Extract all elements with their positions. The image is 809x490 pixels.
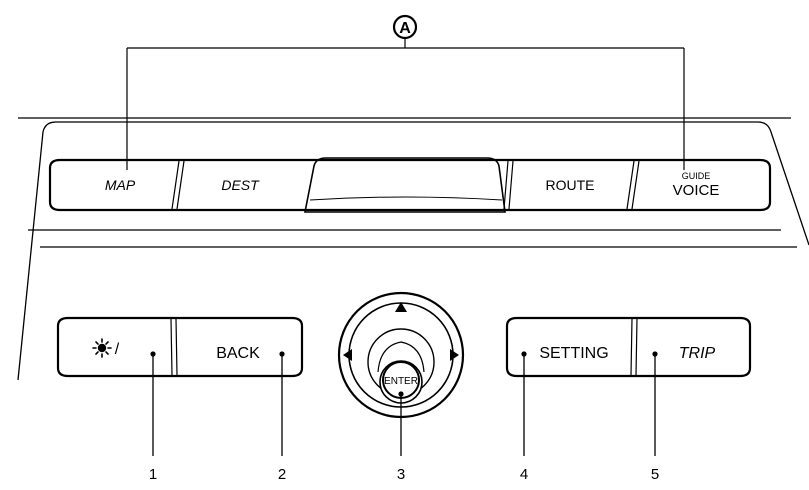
route-button[interactable]: ROUTE [546, 177, 595, 193]
trip-button-label: TRIP [679, 345, 716, 362]
guide-label: GUIDE [682, 171, 711, 181]
moon-icon [126, 339, 135, 357]
map-button[interactable]: MAP [105, 177, 136, 193]
day-night-button[interactable]: / [92, 338, 156, 358]
sun-icon [92, 338, 112, 358]
left-button-pair: / BACK [56, 316, 304, 378]
display-slot [304, 157, 506, 213]
right-button-pair: SETTING TRIP [505, 316, 752, 378]
setting-button-label: SETTING [539, 345, 608, 362]
callout-number-2: 2 [278, 466, 286, 483]
top-button-strip: MAP DEST ROUTE GUIDE VOICE [48, 157, 772, 213]
dest-button[interactable]: DEST [221, 177, 260, 193]
callout-number-4: 4 [520, 466, 528, 483]
route-button-label: ROUTE [546, 177, 595, 193]
callout-number-1: 1 [149, 466, 157, 483]
leader-lines [152, 354, 656, 456]
arrow-up-icon[interactable] [395, 302, 407, 312]
callout-a: A [126, 14, 685, 170]
callout-number-3: 3 [397, 466, 405, 483]
enter-label: ENTER [384, 376, 418, 387]
voice-label: VOICE [673, 182, 720, 199]
panel-outline [17, 117, 809, 381]
guide-voice-button[interactable]: GUIDE VOICE [673, 171, 720, 199]
day-night-separator: / [115, 341, 120, 358]
arrow-left-icon[interactable] [343, 349, 352, 361]
arrow-right-icon[interactable] [450, 349, 459, 361]
setting-button[interactable]: SETTING [521, 345, 609, 362]
callout-number-5: 5 [651, 466, 659, 483]
map-button-label: MAP [105, 177, 136, 193]
back-button-label: BACK [216, 345, 260, 362]
dest-button-label: DEST [221, 177, 260, 193]
back-button[interactable]: BACK [216, 345, 285, 362]
callout-a-letter: A [399, 20, 411, 37]
trip-button[interactable]: TRIP [652, 345, 716, 362]
